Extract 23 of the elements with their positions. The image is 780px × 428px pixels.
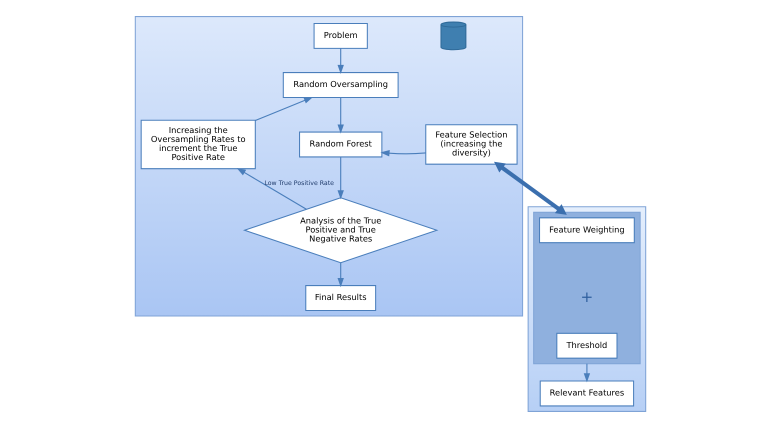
node-box: Final Results — [304, 285, 376, 311]
node-box: Relevant Features — [539, 380, 634, 406]
arrow — [337, 48, 344, 74]
node-box: Feature Selection (increasing the diversity) — [424, 124, 518, 165]
arrow — [337, 157, 344, 200]
node-diamond: Analysis of the True Positive and True Negative Rates — [242, 197, 438, 264]
arrow — [337, 262, 344, 288]
label: + — [580, 288, 593, 306]
node-box: Random Forest — [298, 132, 382, 158]
node-box: Threshold — [556, 332, 618, 359]
cluster — [134, 16, 523, 317]
node-box: Feature Weighting — [538, 217, 634, 244]
node-box: Problem — [313, 22, 368, 49]
node-box: Increasing the Oversampling Rates to increment the True Positive Rate — [140, 120, 256, 170]
arrow — [583, 364, 590, 382]
arrow — [337, 98, 344, 134]
arrow — [380, 150, 426, 156]
node-box: Random Oversampling — [282, 72, 398, 98]
arrow — [494, 162, 566, 215]
arrow — [236, 168, 306, 210]
arrow — [254, 96, 313, 122]
cluster — [532, 212, 640, 364]
cluster — [527, 206, 646, 412]
